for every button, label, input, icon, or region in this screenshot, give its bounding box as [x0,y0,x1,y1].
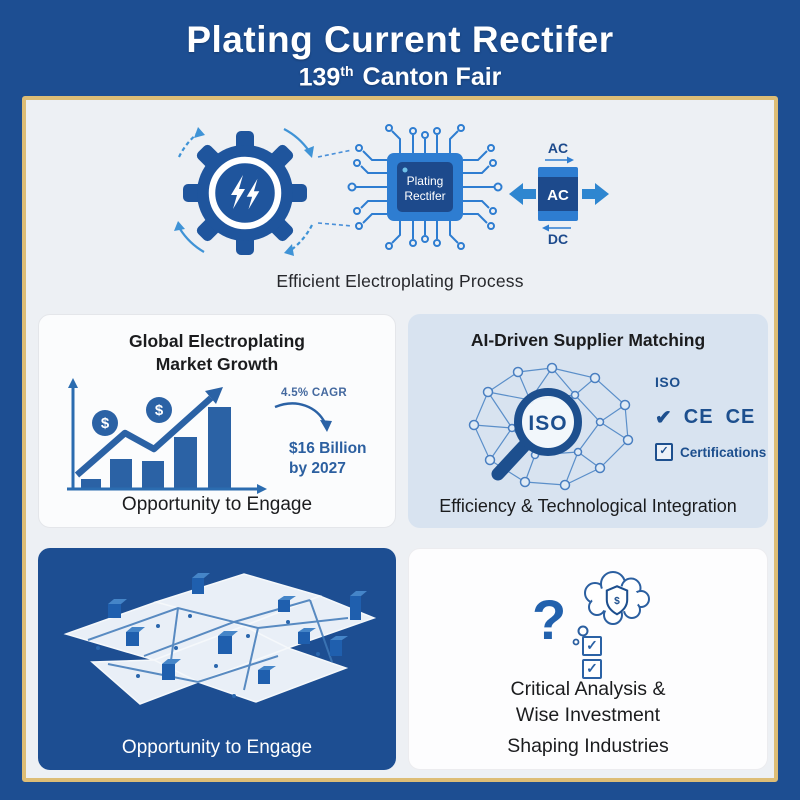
gear-icon [183,131,307,255]
rotation-arrowheads [174,127,314,256]
content-panel: Plating Rectifer AC AC DC Efficient Elec… [22,96,778,782]
growth-chart-icon: $ $ [57,377,272,502]
chart-axes [67,385,260,491]
svg-text:$: $ [614,596,620,607]
converter-dc-label: DC [548,231,568,247]
certifications-label: Certifications [680,444,767,460]
trace-terminals [347,124,503,250]
fair-number: 139 [298,63,341,92]
svg-text:$: $ [155,402,164,419]
map-card-caption: Opportunity to Engage [121,737,313,758]
converter-box-label: AC [547,187,569,204]
page-subtitle: 139th Canton Fair [0,63,800,92]
network-magnifier-icon: ISO [460,360,645,500]
bubble-trail-dot [572,638,580,646]
market-value: $16 Billion by 2027 [289,440,367,478]
analysis-card: ? $ ✓ ✓ Critical Analysis [408,548,768,770]
analysis-card-subtitle: Shaping Industries [507,735,669,757]
process-diagram: Plating Rectifer AC AC DC Efficient Elec… [26,105,774,297]
converter-ac-label: AC [548,140,568,156]
magnifier-icon: ISO [491,388,582,481]
chip-label-line1: Plating [407,174,444,188]
arrow-left-icon [509,183,536,205]
shield-icon: $ [605,585,629,616]
certifications-row: ✓ Certifications [655,443,766,461]
checkmark-icon: ✔ [655,407,672,429]
fair-name: Canton Fair [362,63,502,92]
svg-text:$: $ [101,415,110,432]
map-people [96,614,320,698]
thought-bubble-icon: $ [567,569,663,653]
analysis-card-title: Critical Analysis & Wise Investment [510,678,666,727]
process-caption: Efficient Electroplating Process [276,271,524,291]
growth-annotation: 4.5% CAGR $16 Billion by 2027 [263,387,393,479]
ce-mark-icon: CE [683,406,714,428]
market-card-caption: Opportunity to Engage [121,494,313,515]
checkbox-icon: ✓ [582,659,602,679]
dollar-coin-icon: $ [146,397,172,423]
supplier-card-title: AI-Driven Supplier Matching [470,330,706,350]
fair-ordinal: th [340,63,354,79]
fair-map-card: Opportunity to Engage [38,548,396,770]
cagr-label: 4.5% CAGR [281,387,347,399]
axis-arrowheads [68,378,267,494]
dashed-connectors [317,149,353,227]
trend-arrowhead [205,387,223,404]
market-growth-card: Global Electroplating Market Growth [38,314,396,528]
checkbox-icon: ✓ [582,636,602,656]
ce-mark-icon: CE [725,406,756,428]
trend-line [74,395,214,478]
chip-label-line2: Rectifer [404,189,445,203]
ac-dc-converter-icon: AC AC DC [509,140,609,247]
circuit-traces [356,130,494,244]
map-buildings [108,573,367,684]
header: Plating Current Rectifer 139th Canton Fai… [0,0,800,92]
dollar-coin-icon: $ [92,410,118,436]
lightning-icon [231,175,260,210]
curved-arrow-icon [274,402,332,432]
process-diagram-graphic: Plating Rectifer AC AC DC [174,124,609,256]
supplier-matching-card: AI-Driven Supplier Matching [408,314,768,528]
network-nodes [468,362,634,491]
checkbox-icon: ✓ [655,443,673,461]
iso-label: ISO [655,374,681,390]
certifications-column: ISO ✔ CE CE ✓ Certifications [655,374,766,461]
supplier-card-caption: Efficiency & Technological Integration [439,496,737,516]
checklist: ✓ ✓ [582,636,602,679]
marks-row: ✔ CE CE [655,405,766,430]
market-card-title: Global Electroplating Market Growth [129,331,305,375]
bubble-trail-dot [577,625,589,637]
question-mark-icon: ? [532,588,567,651]
isometric-map-illustration [48,556,386,728]
lens-iso-text: ISO [528,412,567,435]
arrow-right-icon [582,183,609,205]
chart-bars [81,407,231,489]
page-title: Plating Current Rectifer [186,19,614,60]
chip-icon: Plating Rectifer [387,153,463,221]
